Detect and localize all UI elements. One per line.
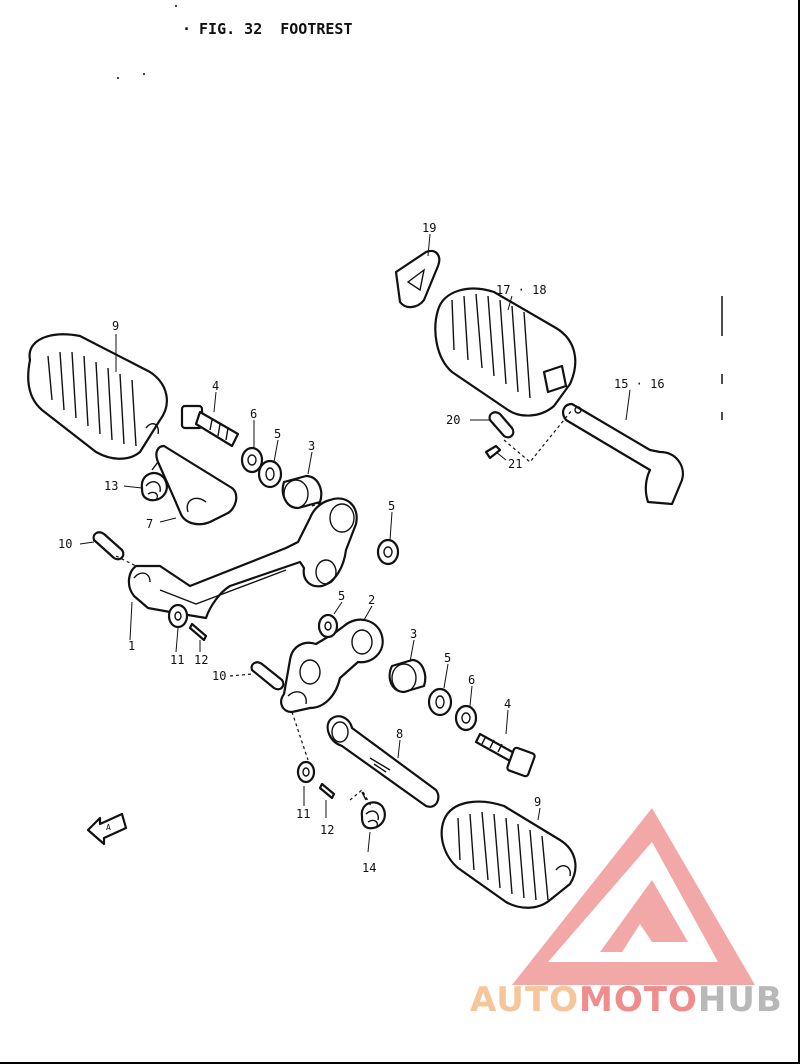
callout-5-lower-b: 5 [444, 651, 451, 665]
washer-6-upper [240, 446, 264, 474]
bolt-upper [180, 404, 240, 448]
spring-13 [140, 461, 168, 502]
callout-8: 8 [396, 727, 403, 741]
pin-7 [155, 444, 238, 526]
figure-number: FIG. 32 [199, 20, 263, 38]
bushing-upper [281, 474, 323, 510]
figure-name: FOOTREST [280, 20, 353, 38]
pin-10-upper [92, 531, 125, 561]
callout-4-lower: 4 [504, 697, 511, 711]
callout-1: 1 [128, 639, 135, 653]
washer-11-lower [296, 760, 316, 784]
watermark-logo-icon [512, 808, 755, 985]
callout-7: 7 [146, 517, 153, 531]
callout-11-upper: 11 [170, 653, 184, 667]
footrest-bracket-arm [127, 497, 358, 620]
peg-shaft-15-16 [562, 402, 684, 506]
front-arrow-icon: A [86, 812, 128, 846]
callout-labels: 9 4 6 5 3 13 7 10 1 11 12 5 5 2 3 10 5 6… [58, 221, 665, 875]
watermark-moto: MOTO [578, 980, 698, 1020]
callout-3-upper: 3 [308, 439, 315, 453]
callout-5-upper: 5 [274, 427, 281, 441]
callout-12-lower: 12 [320, 823, 334, 837]
callout-12-upper: 12 [194, 653, 208, 667]
spring-14 [360, 791, 386, 830]
washer-5-upper [257, 459, 283, 489]
callout-11-lower: 11 [296, 807, 310, 821]
callout-5-right: 5 [388, 499, 395, 513]
cotter-pin-12-lower [318, 782, 336, 800]
watermark-auto: AUTO [470, 980, 579, 1020]
callout-9-lower: 9 [534, 795, 541, 809]
pin-10-lower [250, 661, 285, 691]
callout-2: 2 [368, 593, 375, 607]
callout-21: 21 [508, 457, 522, 471]
footpeg-rubber-left [27, 333, 168, 460]
scan-specks [117, 5, 723, 420]
bolt-lower [474, 732, 536, 778]
callout-6-lower: 6 [468, 673, 475, 687]
callout-5-lower-a: 5 [338, 589, 345, 603]
footpeg-rubber-right-lower [440, 800, 577, 909]
watermark-hub: HUB [697, 980, 783, 1020]
callout-14: 14 [362, 861, 376, 875]
washer-5-right [376, 538, 400, 566]
callout-20: 20 [446, 413, 460, 427]
callout-17-18: 17 · 18 [496, 283, 547, 297]
callout-10-lower: 10 [212, 669, 226, 683]
plate-19 [394, 249, 441, 309]
leader-lines [79, 233, 631, 853]
callout-15-16: 15 · 16 [614, 377, 665, 391]
callout-19: 19 [422, 221, 436, 235]
bushing-lower [388, 658, 427, 694]
cotter-pin-21 [484, 444, 502, 460]
callout-4-upper: 4 [212, 379, 219, 393]
washer-6-lower [454, 704, 478, 732]
assembly-lines [115, 409, 573, 809]
shaft-8 [326, 715, 440, 808]
callout-13: 13 [104, 479, 118, 493]
callout-6-upper: 6 [250, 407, 257, 421]
callout-9-upper: 9 [112, 319, 119, 333]
watermark: AUTOMOTOHUB [470, 980, 783, 1020]
footrest-bracket-lower [280, 618, 384, 714]
washer-5-lower-a [317, 613, 339, 639]
washer-5-lower-b [427, 687, 453, 717]
bolt-20 [488, 411, 515, 439]
callout-10-upper: 10 [58, 537, 72, 551]
callout-3-lower: 3 [410, 627, 417, 641]
direction-marker-label: A [106, 823, 111, 832]
washer-11-upper [167, 603, 189, 629]
cotter-pin-12-upper [188, 622, 208, 642]
footpeg-rubber-right-upper [434, 287, 577, 417]
